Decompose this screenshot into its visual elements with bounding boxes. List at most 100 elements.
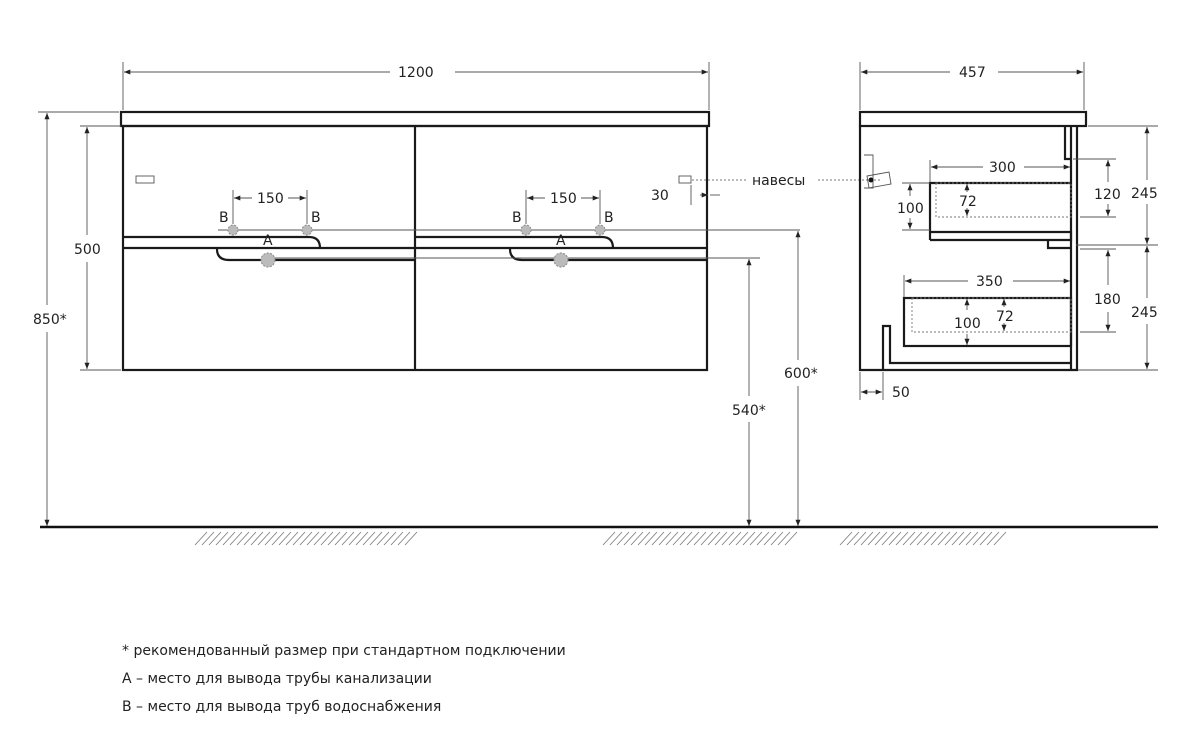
dim-hinge-offset: 30 [651,185,720,205]
floor-hatch [721,531,735,546]
pipe-spacing-label: 150 [550,191,577,207]
floor-hatch [383,531,397,546]
dim-drawer-depths: 300 350 [903,160,1070,297]
legend-note-asterisk: * рекомендованный размер при стандартном… [122,643,566,659]
floor-hatch [208,531,222,546]
floor-hatch [201,531,215,546]
lower-clearance-label: 180 [1094,292,1121,308]
floor-hatch [327,531,341,546]
plinth-offset-label: 50 [892,385,910,401]
floor-hatch [285,531,299,546]
water-letter: B [311,210,321,226]
floor-hatch [376,531,390,546]
floor-hatch [874,531,888,546]
floor-hatch [714,531,728,546]
water-letter: B [219,210,229,226]
floor-hatch [658,531,672,546]
floor-hatch [644,531,658,546]
floor-hatch [637,531,651,546]
front-view: B B A B B A 1200 500 850* 150 [33,62,880,526]
floor-hatch [397,531,411,546]
floor-hatch [369,531,383,546]
floor-hatch [299,531,313,546]
upper-clearance-label: 120 [1094,187,1121,203]
upper-drawer-inner-label: 72 [959,194,977,210]
floor-hatch [250,531,264,546]
side-view: 457 245 245 120 180 [858,62,1158,401]
floor-hatch [707,531,721,546]
depth-label: 457 [959,65,986,81]
floor-hatch [735,531,749,546]
floor-hatch [236,531,250,546]
floor-hatch [222,531,236,546]
floor-hatch [679,531,693,546]
floor-line [40,525,1158,546]
dim-body-height: 500 [74,125,121,371]
dim-sections: 245 245 [1076,125,1158,371]
floor-hatch [881,531,895,546]
dim-plinth-offset: 50 [859,372,910,401]
dim-total-height: 850* [33,111,119,526]
floor-hatch [916,531,930,546]
dim-water-height: 600* [784,231,818,526]
floor-hatch [693,531,707,546]
floor-hatch [651,531,665,546]
floor-hatch [348,531,362,546]
floor-hatch [665,531,679,546]
floor-hatch [728,531,742,546]
dim-depth: 457 [859,62,1085,110]
floor-hatch [993,531,1007,546]
floor-hatch [278,531,292,546]
water-pipe-marker [301,224,313,236]
floor-hatch [888,531,902,546]
floor-hatch [867,531,881,546]
floor-hatch [700,531,714,546]
floor-hatch [756,531,770,546]
floor-hatch [763,531,777,546]
floor-hatch [602,531,616,546]
upper-drawer-depth-label: 300 [989,160,1016,176]
floor-hatch [853,531,867,546]
floor-hatch [306,531,320,546]
dim-pipe-spacing: 150 150 [232,190,601,224]
water-pipe-marker [594,224,606,236]
body-height-label: 500 [74,242,101,258]
floor-hatch [986,531,1000,546]
floor-hatch [951,531,965,546]
floor-hatch [686,531,700,546]
floor-hatch [194,531,208,546]
hinge-offset-label: 30 [651,188,669,204]
total-height-label: 850* [33,312,67,328]
drain-letter: A [263,233,273,249]
floor-hatch [902,531,916,546]
floor-hatch [944,531,958,546]
hinge-icon [678,175,692,184]
drain-letter: A [556,233,566,249]
countertop [119,110,711,128]
floor-hatch [965,531,979,546]
floor-hatch [623,531,637,546]
lower-drawer-depth-label: 350 [976,274,1003,290]
pipe-spacing-label: 150 [257,191,284,207]
floor-hatch [362,531,376,546]
floor-hatch [895,531,909,546]
floor-hatch [292,531,306,546]
floor-hatch [609,531,623,546]
floor-hatch [672,531,686,546]
upper-drawer-height-label: 100 [897,201,924,217]
floor-hatch [777,531,791,546]
handle-groove-left [123,235,415,262]
floor-hatch [846,531,860,546]
floor-hatch [930,531,944,546]
dim-width: 1200 [122,62,710,110]
floor-hatch [742,531,756,546]
water-pipe-marker [227,224,239,236]
floor-hatch [630,531,644,546]
floor-hatch [320,531,334,546]
floor-hatch [334,531,348,546]
cabinet-side [858,126,1079,372]
legend-note-a: A – место для вывода трубы канализации [122,671,432,687]
floor-hatch [355,531,369,546]
floor-hatch [979,531,993,546]
